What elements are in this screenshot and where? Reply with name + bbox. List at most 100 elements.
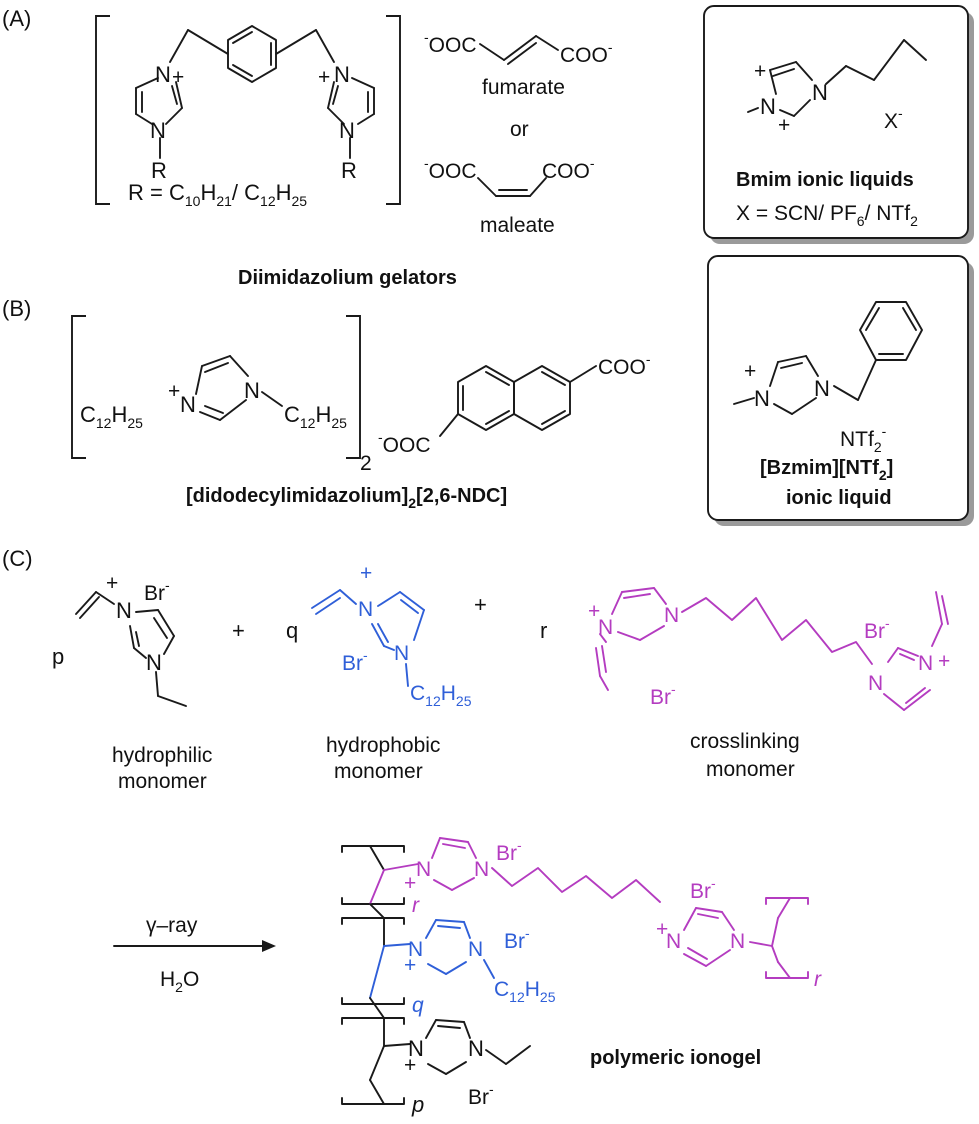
crosslinker-right-n: N [868, 672, 883, 695]
ionogel-blue-bromide: Br- [504, 925, 530, 953]
ionogel-black-plus: + [404, 1054, 416, 1077]
bzmim-title: [Bzmim][NTf2] [760, 457, 893, 483]
salt-title: [didodecylimidazolium]2[2,6-NDC] [186, 485, 507, 511]
condition-radiation: γ–ray [146, 914, 198, 937]
ionogel-blue-plus: + [404, 954, 416, 977]
maleate-structure: -OOC COO- maleate [424, 155, 595, 237]
bmim-plus-sign: + [754, 60, 766, 83]
ionogel-mag-plus-2: + [656, 918, 668, 941]
hydrophobic-plus-sign: + [360, 562, 372, 585]
fumarate-structure: -OOC COO- fumarate [424, 29, 613, 99]
gelator-left-r: R [151, 158, 167, 183]
hydrophobic-n-plain: N [394, 642, 409, 665]
hydrophilic-label-line2: monomer [118, 770, 207, 793]
r-bracket-bottom [341, 897, 405, 905]
plus-sign-2: + [474, 592, 487, 617]
hydrophobic-n-plus: N [358, 598, 373, 621]
hydrophobic-bromide: Br- [342, 647, 368, 675]
hydrophilic-n-plain: N [146, 650, 162, 675]
crosslinker-right-n-plus: N [918, 652, 933, 675]
ionogel-mag-bromide-2: Br- [690, 875, 716, 903]
bmim-title: Bmim ionic liquids [736, 169, 914, 191]
ionogel-black-n: N [468, 1036, 484, 1061]
hydrophobic-label-line2: monomer [334, 760, 423, 783]
gelator-right-bracket [386, 15, 401, 205]
condition-solvent: H2O [160, 968, 199, 995]
bzmim-anion: NTf2- [840, 423, 887, 455]
maleate-right-carboxylate: COO- [542, 155, 595, 183]
hydrophilic-n-plus: N [116, 598, 132, 623]
hydrophilic-bromide: Br- [144, 577, 170, 605]
plus-sign-1: + [232, 618, 245, 643]
p-bracket-top [341, 1017, 405, 1025]
gelator-r-definition: R = C10H21/ C12H25 [128, 180, 307, 209]
bzmim-n-benzyl: N [814, 376, 830, 401]
crosslinking-monomer: r + N N Br- N N + [540, 587, 950, 781]
bmim-counterion: X- [884, 105, 903, 133]
r-bracket-top [341, 845, 405, 853]
bmim-n-butyl: N [812, 80, 828, 105]
hydrophobic-dodecyl: C12H25 [410, 682, 472, 709]
bzmim-box: + N N NTf2- [Bzmim][NTf2] ionic liquid [707, 255, 974, 526]
crosslinker-right-plus-sign: + [938, 650, 950, 673]
bzmim-plus-sign: + [744, 360, 756, 383]
panel-b: (B) 2 C12H25 + N N C12H25 -OOC [2, 255, 974, 526]
mid-bracket-top [341, 917, 405, 925]
ionogel-mag-n-plus-1: N [416, 858, 431, 881]
ionogel-black-bromide: Br- [468, 1081, 494, 1109]
ionogel-mag-bromide-1: Br- [496, 837, 522, 865]
coef-r: r [540, 618, 547, 643]
bmim-n-methyl: N [760, 94, 776, 119]
or-label: or [510, 118, 529, 141]
salt-bracket-subscript: 2 [360, 452, 372, 475]
subscript-q: q [412, 994, 424, 1017]
panel-c: (C) p + N Br- N hydrophilic monomer + [2, 546, 950, 1117]
ionogel-blue-n-plus: N [408, 938, 423, 961]
subscript-r-left: r [412, 894, 420, 917]
naphthalenedicarboxylate-anion: -OOC COO- [378, 351, 651, 457]
subscript-r-right: r [814, 968, 822, 991]
gelator-left-bracket [95, 15, 110, 205]
ionogel-mag-n-1: N [474, 858, 489, 881]
gelator-title: Diimidazolium gelators [238, 267, 457, 289]
maleate-name: maleate [480, 214, 555, 237]
ndc-right-carboxylate: COO- [598, 351, 651, 379]
salt-left-bracket [71, 315, 86, 459]
gelator-benzene-ring [169, 25, 335, 83]
salt-n-plus: N [180, 392, 196, 417]
fumarate-right-carboxylate: COO- [560, 39, 613, 67]
gelator-left-imidazolium-ring: N + N R [135, 62, 184, 183]
arrow-head [262, 940, 276, 952]
bzmim-n-methyl: N [754, 386, 770, 411]
crosslinking-label-line1: crosslinking [690, 730, 800, 753]
crosslinker-left-n: N [664, 604, 679, 627]
maleate-left-carboxylate: -OOC [424, 155, 477, 183]
panel-a: (A) N + N R [2, 5, 974, 289]
crosslinker-left-n-plus: N [598, 616, 613, 639]
gelator-right-r: R [341, 158, 357, 183]
fumarate-name: fumarate [482, 76, 565, 99]
hydrophobic-monomer: q + N N Br- C12H25 hydrophobic monomer [286, 562, 472, 783]
panel-c-label: (C) [2, 546, 33, 571]
crosslinker-left-plus-sign: + [588, 600, 600, 623]
gelator-left-n: N [150, 118, 166, 143]
ionogel-mag-n-plus-2: N [666, 930, 681, 953]
hydrophobic-label-line1: hydrophobic [326, 734, 440, 757]
polymeric-ionogel: r q p + N N Br- Br- + N N [341, 837, 822, 1117]
hydrophilic-plus-sign: + [106, 572, 118, 595]
ionogel-blue-n: N [468, 938, 483, 961]
ionogel-mag-n-2: N [730, 930, 745, 953]
ionogel-mag-plus-1: + [404, 872, 416, 895]
ionogel-title: polymeric ionogel [590, 1047, 761, 1069]
r-bracket-right-top [765, 897, 809, 905]
salt-right-dodecyl: C12H25 [284, 402, 347, 431]
subscript-p: p [411, 1092, 424, 1117]
gelator-right-imidazolium-ring: + N N R [318, 62, 375, 183]
salt-n-plain: N [244, 378, 260, 403]
gelator-right-plus-sign: + [318, 66, 330, 89]
salt-right-bracket [346, 315, 361, 459]
ionogel-blue-dodecyl: C12H25 [494, 978, 556, 1005]
gelator-left-plus-sign: + [172, 66, 184, 89]
fumarate-left-carboxylate: -OOC [424, 29, 477, 57]
